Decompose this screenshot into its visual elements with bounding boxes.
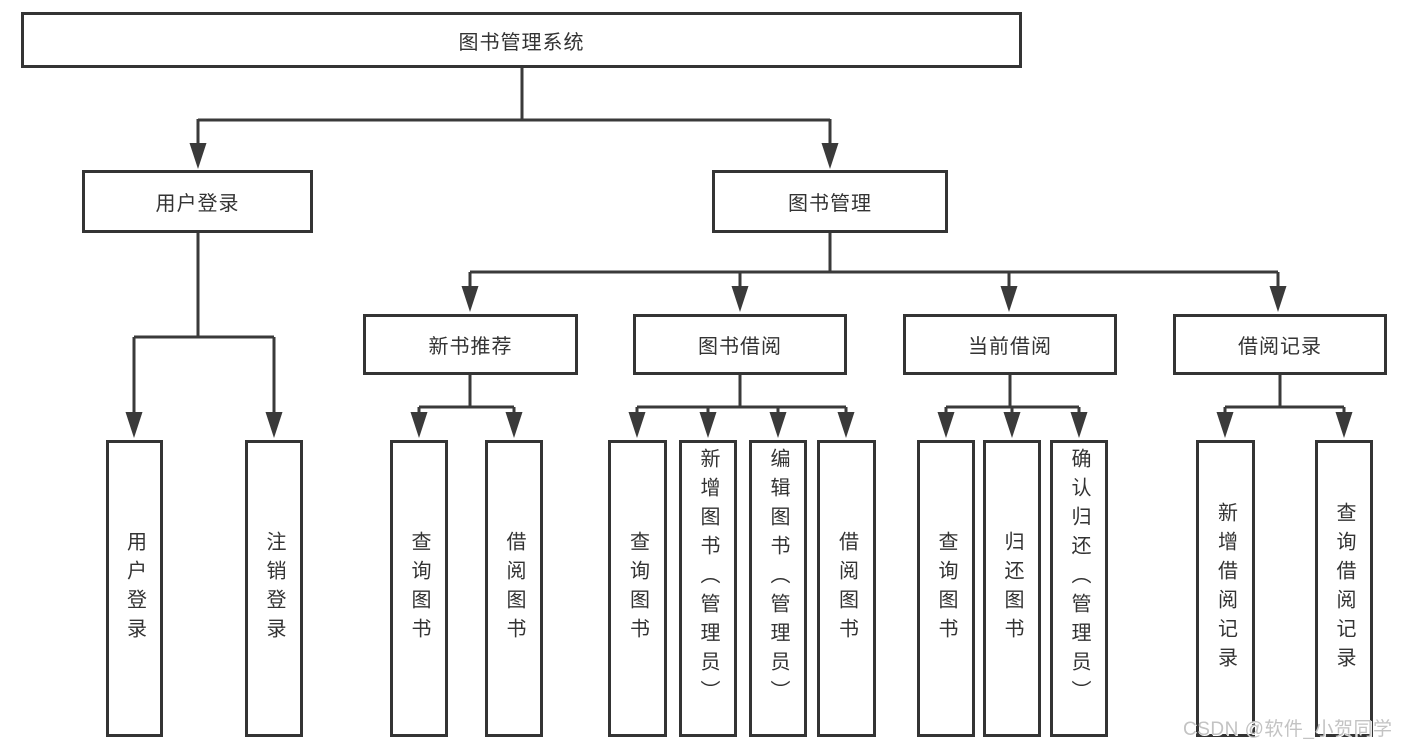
csdn-watermark: CSDN @软件_小贺同学 — [1183, 719, 1393, 740]
node-borrow-records: 借阅记录 — [1173, 314, 1387, 375]
node-label: 用户登录 — [155, 193, 240, 215]
node-label: 编辑图书（管理员） — [767, 448, 789, 709]
arrow-down-icon — [505, 412, 523, 438]
arrow-down-icon — [1335, 412, 1353, 438]
node-current-borrow: 当前借阅 — [903, 314, 1117, 375]
leaf-query-borrow-record: 查询借阅记录 — [1315, 440, 1373, 737]
connector-borrow-record-children — [1216, 375, 1353, 438]
node-label: 图书管理系统 — [458, 31, 585, 54]
node-label: 当前借阅 — [968, 336, 1052, 358]
leaf-confirm-return-admin: 确认归还（管理员） — [1050, 440, 1108, 737]
connector-user-login-children — [125, 233, 283, 438]
node-label: 确认归还（管理员） — [1068, 448, 1090, 709]
node-new-book-recommend: 新书推荐 — [363, 314, 578, 375]
arrow-down-icon — [1000, 286, 1018, 312]
node-label: 图书管理 — [788, 193, 872, 215]
arrow-down-icon — [189, 143, 207, 169]
leaf-edit-books-admin: 编辑图书（管理员） — [749, 440, 807, 737]
node-label: 新书推荐 — [428, 336, 513, 358]
leaf-borrow-books-recommend: 借阅图书 — [485, 440, 543, 737]
arrow-down-icon — [125, 412, 143, 438]
arrow-down-icon — [821, 143, 839, 169]
connector-root-to-branches — [189, 68, 839, 169]
connector-book-borrow-children — [628, 375, 855, 438]
node-root-system: 图书管理系统 — [21, 12, 1022, 68]
arrow-down-icon — [1216, 412, 1234, 438]
node-label: 图书借阅 — [698, 336, 782, 358]
leaf-user-login: 用户登录 — [106, 440, 163, 737]
node-label: 借阅图书 — [835, 530, 858, 647]
connector-book-management-children — [461, 233, 1287, 312]
arrow-down-icon — [1003, 412, 1021, 438]
node-label: 新增图书（管理员） — [697, 448, 719, 709]
arrow-down-icon — [628, 412, 646, 438]
node-label: 查询借阅记录 — [1333, 501, 1355, 676]
arrow-down-icon — [410, 412, 428, 438]
node-label: 借阅图书 — [503, 530, 525, 647]
leaf-add-borrow-record: 新增借阅记录 — [1196, 440, 1255, 737]
node-book-borrow: 图书借阅 — [633, 314, 847, 375]
node-label: 注销登录 — [263, 530, 285, 647]
leaf-query-books-current: 查询图书 — [917, 440, 975, 737]
leaf-return-books: 归还图书 — [983, 440, 1041, 737]
leaf-query-books-recommend: 查询图书 — [390, 440, 448, 737]
arrow-down-icon — [769, 412, 787, 438]
arrow-down-icon — [265, 412, 283, 438]
connector-new-book-children — [410, 375, 523, 438]
arrow-down-icon — [731, 286, 749, 312]
node-label: 查询图书 — [935, 530, 957, 647]
node-label: 查询图书 — [408, 530, 430, 647]
leaf-query-books-borrow: 查询图书 — [608, 440, 667, 737]
node-book-management-branch: 图书管理 — [712, 170, 948, 233]
node-label: 归还图书 — [1001, 530, 1023, 647]
node-user-login-branch: 用户登录 — [82, 170, 313, 233]
node-label: 借阅记录 — [1238, 336, 1322, 358]
leaf-logout: 注销登录 — [245, 440, 303, 737]
node-label: 查询图书 — [626, 530, 649, 647]
arrow-down-icon — [1269, 286, 1287, 312]
arrow-down-icon — [837, 412, 855, 438]
connector-current-borrow-children — [937, 375, 1088, 438]
node-label: 用户登录 — [123, 530, 146, 647]
arrow-down-icon — [937, 412, 955, 438]
leaf-borrow-books: 借阅图书 — [817, 440, 876, 737]
leaf-add-books-admin: 新增图书（管理员） — [679, 440, 737, 737]
node-label: 新增借阅记录 — [1214, 501, 1237, 676]
arrow-down-icon — [699, 412, 717, 438]
arrow-down-icon — [1070, 412, 1088, 438]
arrow-down-icon — [461, 286, 479, 312]
